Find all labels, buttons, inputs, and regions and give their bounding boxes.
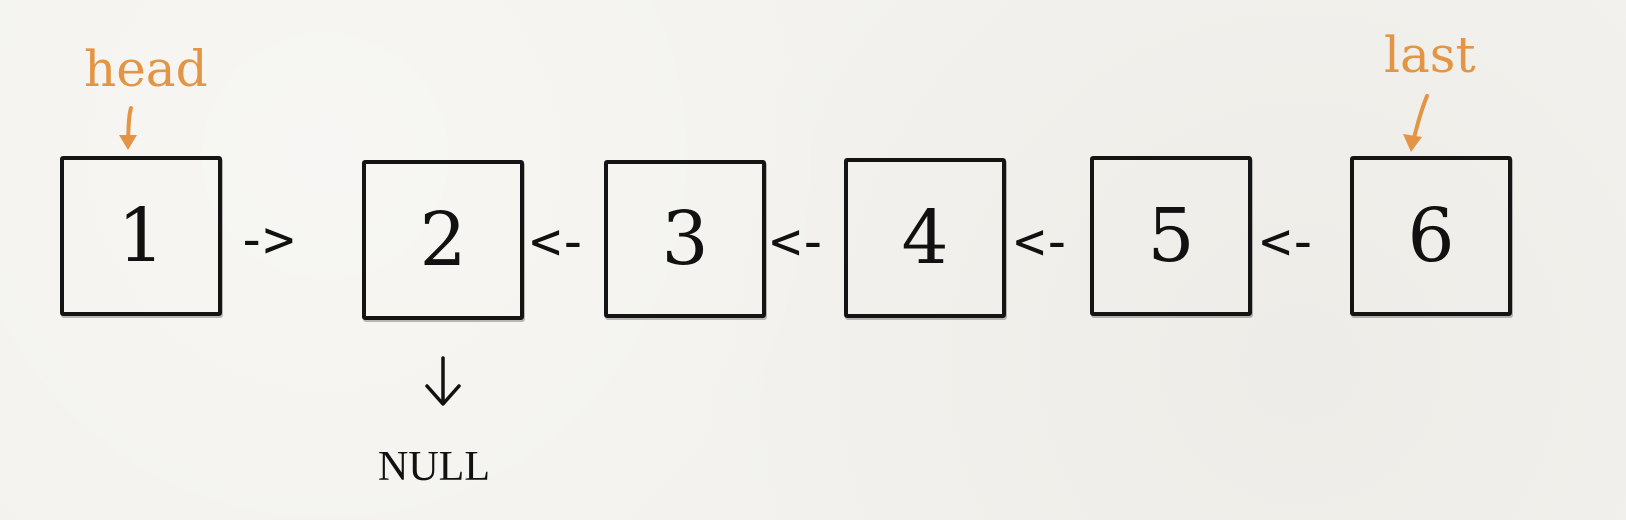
- link-arrow-4-3: <-: [770, 212, 829, 272]
- link-arrow-6-5: <-: [1260, 212, 1319, 272]
- link-arrow-5-4: <-: [1014, 212, 1073, 272]
- head-pointer-label: head: [84, 40, 208, 98]
- link-arrow-1-2: ->: [236, 210, 295, 270]
- last-pointer-label: last: [1384, 26, 1476, 84]
- node-value: 5: [1147, 193, 1195, 279]
- node-value: 2: [419, 197, 467, 283]
- list-node-2: 2: [362, 160, 524, 320]
- list-node-3: 3: [604, 160, 766, 318]
- null-arrow-icon: [425, 356, 461, 406]
- last-pointer-arrow: [1403, 94, 1429, 152]
- node-value: 4: [901, 195, 949, 281]
- list-node-5: 5: [1090, 156, 1252, 316]
- node-value: 6: [1407, 193, 1455, 279]
- node-value: 3: [661, 196, 709, 282]
- list-node-1: 1: [60, 156, 222, 316]
- node-value: 1: [117, 193, 165, 279]
- link-arrow-3-2: <-: [530, 212, 589, 272]
- null-label: NULL: [378, 444, 490, 490]
- head-pointer-arrow: [119, 106, 137, 150]
- list-node-4: 4: [844, 158, 1006, 318]
- list-node-6: 6: [1350, 156, 1512, 316]
